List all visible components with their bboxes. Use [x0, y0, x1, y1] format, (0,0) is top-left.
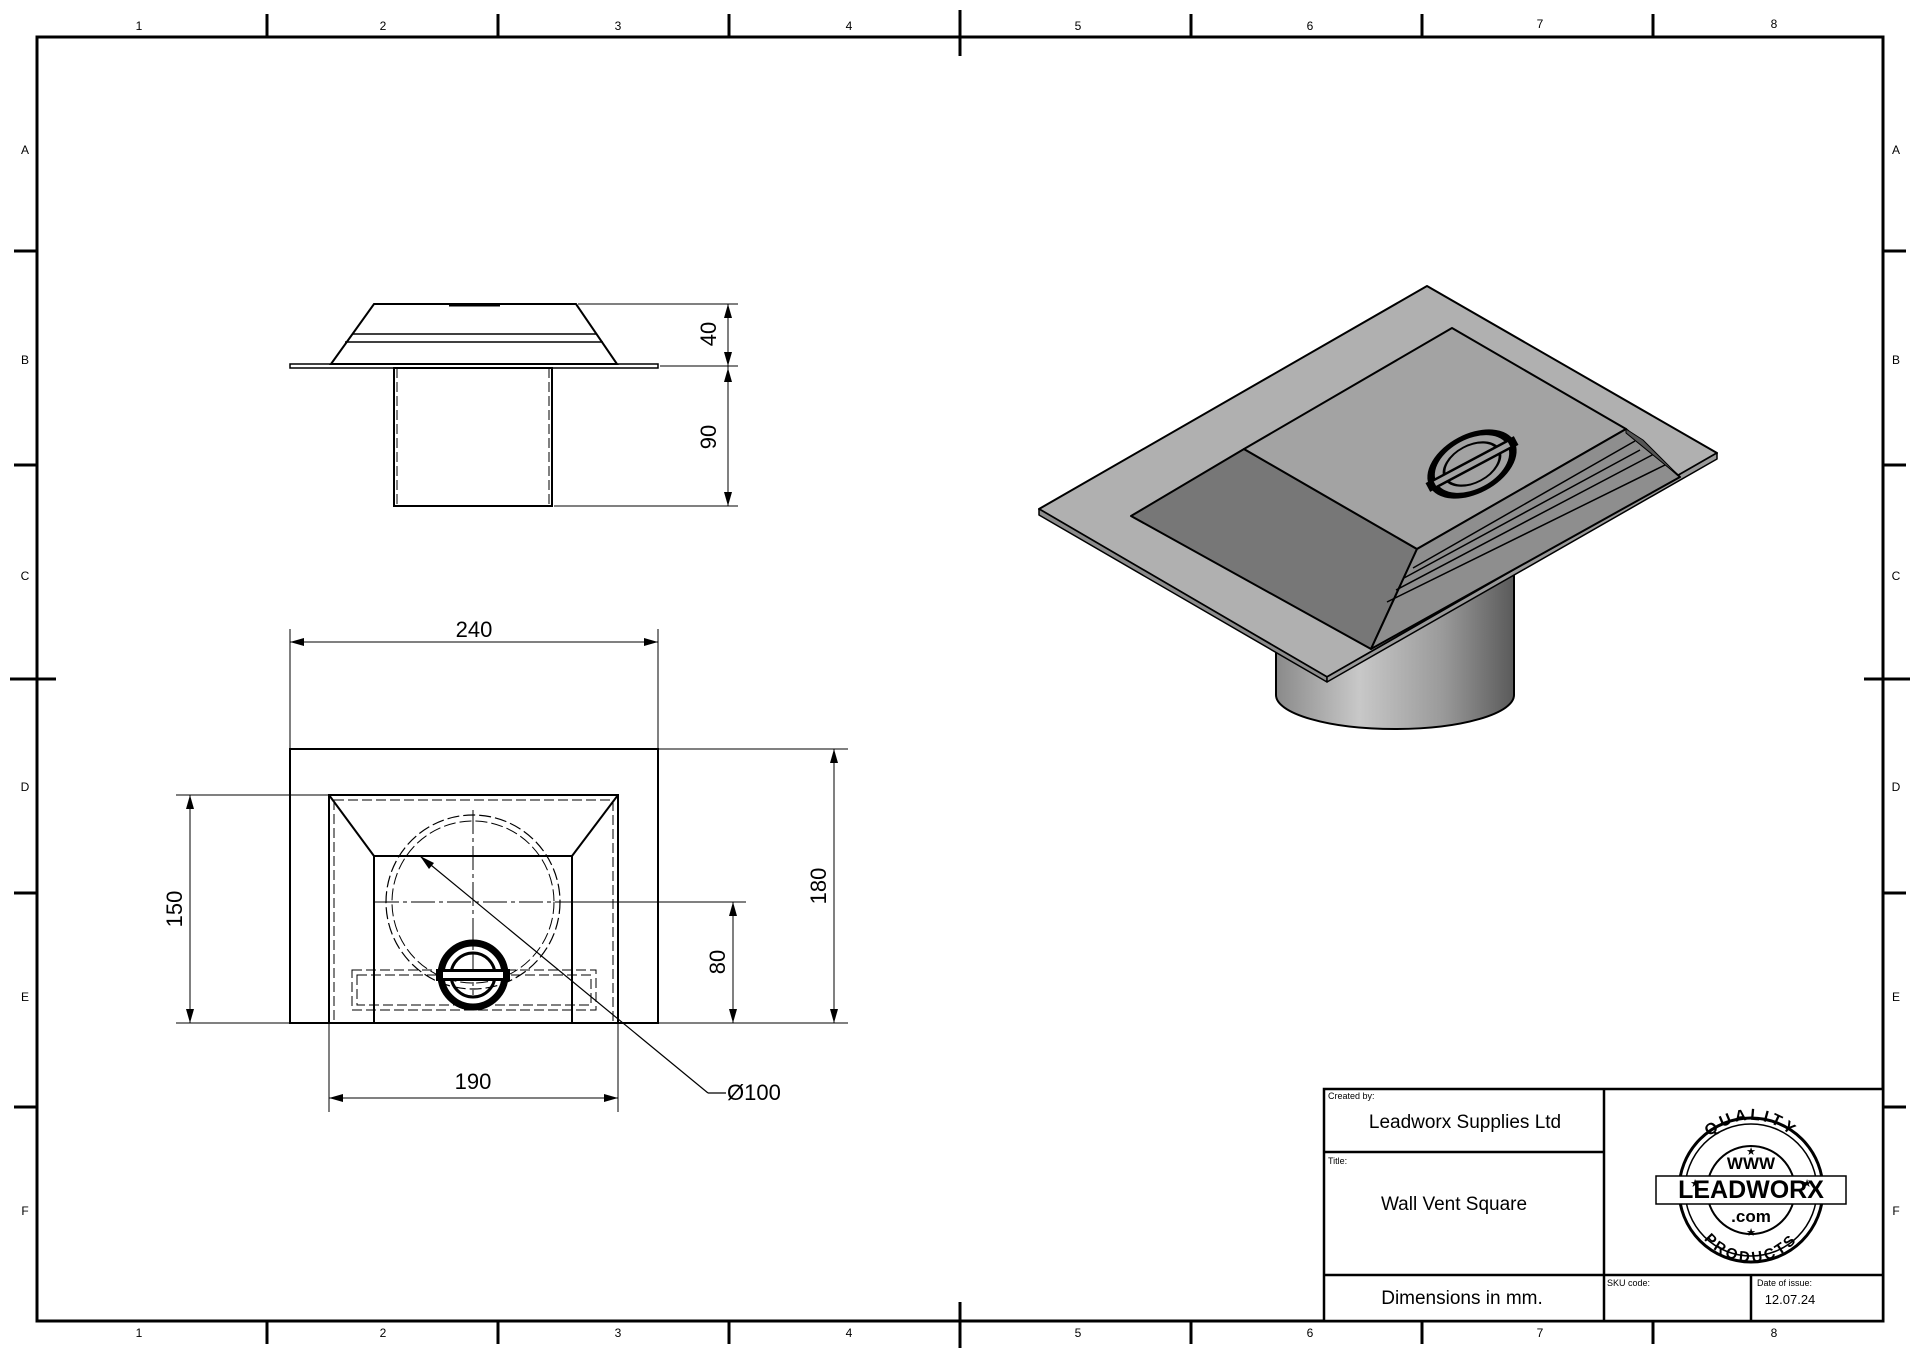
zone-col-top: 8 [1771, 17, 1778, 31]
front-dimensions [176, 629, 848, 1112]
dim-front-pipe-center: 80 [705, 950, 730, 974]
zone-col-top: 4 [846, 19, 853, 33]
zone-ticks [10, 10, 1910, 1348]
zone-col-top: 7 [1537, 17, 1544, 31]
zone-col-bottom: 8 [1771, 1326, 1778, 1340]
sku-label: SKU code: [1607, 1278, 1650, 1288]
dim-front-hood-width: 190 [455, 1069, 492, 1094]
isometric-view [1038, 285, 1718, 730]
zone-col-top: 1 [136, 19, 143, 33]
zone-col-bottom: 3 [615, 1326, 622, 1340]
title-label: Title: [1328, 1156, 1347, 1166]
zone-row-right: F [1892, 1204, 1899, 1218]
dim-front-overall-width: 240 [456, 617, 493, 642]
created-by-label: Created by: [1328, 1091, 1375, 1101]
dim-side-pipe-height: 90 [696, 425, 721, 449]
zone-row-left: A [21, 143, 29, 157]
front-flange [289, 748, 659, 1024]
dim-front-overall-height: 180 [806, 868, 831, 905]
svg-text:★: ★ [1746, 1146, 1756, 1158]
zone-col-top: 5 [1075, 19, 1082, 33]
zone-row-right: A [1892, 143, 1900, 157]
zone-row-left: E [21, 990, 29, 1004]
zone-row-right: B [1892, 353, 1900, 367]
logo-brand: LEADWORX [1678, 1176, 1824, 1204]
dim-side-top-height: 40 [696, 322, 721, 346]
logo-www: WWW [1727, 1154, 1776, 1173]
zone-col-top: 6 [1307, 19, 1314, 33]
zone-col-bottom: 6 [1307, 1326, 1314, 1340]
zone-col-bottom: 4 [846, 1326, 853, 1340]
front-arrowheads [186, 638, 838, 1102]
iso-logo-mark [1425, 429, 1519, 499]
zone-row-left: C [21, 569, 30, 583]
front-view [289, 748, 726, 1094]
zone-row-left: D [21, 780, 30, 794]
svg-text:★: ★ [1746, 1227, 1756, 1239]
zone-col-bottom: 7 [1537, 1326, 1544, 1340]
drawing-title: Wall Vent Square [1381, 1194, 1527, 1215]
dim-front-hood-height: 150 [162, 891, 187, 928]
svg-text:★: ★ [1690, 1178, 1700, 1190]
zone-labels: 1 2 3 4 5 6 7 8 1 2 3 4 5 6 7 8 A B C D … [21, 17, 1901, 1340]
zone-row-left: B [21, 353, 29, 367]
dimensions-note: Dimensions in mm. [1381, 1288, 1543, 1309]
issue-date: 12.07.24 [1765, 1292, 1816, 1307]
front-logo-mark [436, 939, 510, 1011]
dim-pipe-diameter: Ø100 [727, 1080, 781, 1105]
side-view [289, 303, 738, 507]
zone-col-bottom: 5 [1075, 1326, 1082, 1340]
zone-row-left: F [21, 1204, 28, 1218]
date-label: Date of issue: [1757, 1278, 1812, 1288]
zone-row-right: E [1892, 990, 1900, 1004]
created-by-value: Leadworx Supplies Ltd [1369, 1112, 1561, 1133]
zone-col-bottom: 2 [380, 1326, 387, 1340]
side-pipe [393, 367, 553, 507]
side-hood [329, 303, 619, 365]
logo-domain: .com [1731, 1207, 1771, 1226]
zone-row-right: D [1892, 780, 1901, 794]
zone-row-right: C [1892, 569, 1901, 583]
star-icon: ★ ★ ★ ★ [1690, 1146, 1812, 1239]
zone-col-top: 3 [615, 19, 622, 33]
svg-text:★: ★ [1802, 1178, 1812, 1190]
zone-col-bottom: 1 [136, 1326, 143, 1340]
zone-col-top: 2 [380, 19, 387, 33]
